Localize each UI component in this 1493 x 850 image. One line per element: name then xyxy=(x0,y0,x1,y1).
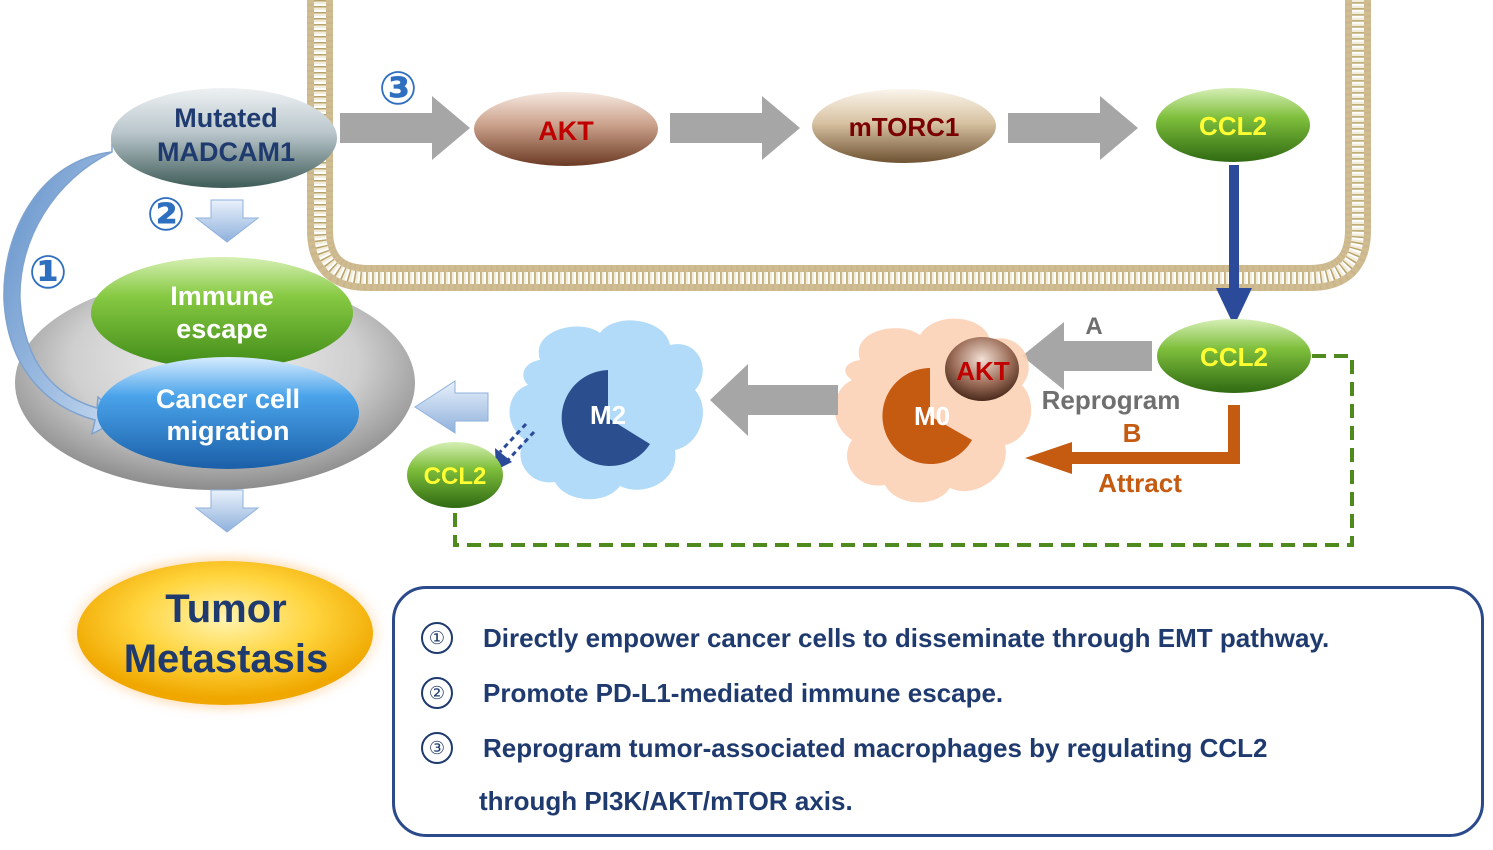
m0-label: M0 xyxy=(914,401,950,431)
attract-label: Attract xyxy=(1098,468,1182,498)
madcam1-label-line2: MADCAM1 xyxy=(157,137,295,167)
marker-2: ② xyxy=(147,188,186,240)
cell-membrane xyxy=(307,0,1371,291)
arrow-a-label: A xyxy=(1085,313,1102,340)
arrow-m0-to-m2 xyxy=(710,364,838,436)
legend-text-1: Directly empower cancer cells to dissemi… xyxy=(483,622,1330,653)
akt-node: AKT xyxy=(474,92,658,166)
ccl2-right-label: CCL2 xyxy=(1200,342,1268,372)
marker-3: ③ xyxy=(379,62,418,114)
m0-akt-label: AKT xyxy=(956,356,1010,386)
ccl2-m2-node: CCL2 xyxy=(407,442,503,508)
legend-text-2: Promote PD-L1-mediated immune escape. xyxy=(483,677,1004,708)
arrow-a-reprogram xyxy=(1022,322,1152,390)
akt-label: AKT xyxy=(538,116,594,146)
migration-line1: Cancer cell xyxy=(156,384,300,414)
ccl2-intracellular-node: CCL2 xyxy=(1156,88,1310,162)
arrow-b-attract xyxy=(1025,405,1240,474)
ccl2-extracellular-node: CCL2 xyxy=(1157,319,1311,393)
cancer-cell-migration-node: Cancer cell migration xyxy=(97,357,359,469)
down-arrow-to-metastasis xyxy=(194,489,260,533)
ccl2-feedback-dashed-path xyxy=(453,354,1354,547)
legend-box: ① Directly empower cancer cells to disse… xyxy=(392,586,1484,837)
arrow-akt-to-mtorc1 xyxy=(670,96,800,160)
ccl2-secretion-arrow xyxy=(1216,165,1252,326)
legend-item-1: ① Directly empower cancer cells to disse… xyxy=(421,622,1329,654)
legend-marker-1: ① xyxy=(421,622,453,654)
legend-text-3-continuation: through PI3K/AKT/mTOR axis. xyxy=(479,786,853,816)
legend-item-2: ② Promote PD-L1-mediated immune escape. xyxy=(421,677,1003,709)
legend-item-3: ③ Reprogram tumor-associated macrophages… xyxy=(421,732,1268,764)
immune-escape-line2: escape xyxy=(176,314,268,344)
m2-macrophage: M2 xyxy=(509,320,703,500)
legend-marker-2: ② xyxy=(421,677,453,709)
tumor-metastasis-line2: Metastasis xyxy=(124,637,329,681)
immune-escape-line1: Immune xyxy=(170,281,274,311)
immune-escape-node: Immune escape xyxy=(91,257,353,369)
arrow-b-label: B xyxy=(1123,418,1142,448)
m0-macrophage: M0 AKT xyxy=(834,318,1032,503)
down-arrow-2 xyxy=(194,199,260,243)
tumor-metastasis-line1: Tumor xyxy=(165,587,286,631)
mtorc1-label: mTORC1 xyxy=(849,112,960,142)
ccl2-left-label: CCL2 xyxy=(424,463,487,490)
migration-line2: migration xyxy=(166,416,289,446)
mutated-madcam1-node: Mutated MADCAM1 xyxy=(111,88,337,188)
legend-text-3: Reprogram tumor-associated macrophages b… xyxy=(483,732,1268,763)
m2-label: M2 xyxy=(590,400,626,430)
arrow-to-phenotype xyxy=(414,380,489,434)
tumor-metastasis-node: Tumor Metastasis xyxy=(65,551,385,715)
legend-marker-3: ③ xyxy=(421,732,453,764)
madcam1-label-line1: Mutated xyxy=(174,103,278,133)
pathway-1-curved-arrow xyxy=(3,138,124,436)
arrow-mtorc1-to-ccl2 xyxy=(1008,96,1138,160)
marker-1: ① xyxy=(29,246,68,298)
mtorc1-node: mTORC1 xyxy=(812,89,996,163)
arrow-madcam1-to-akt xyxy=(340,96,470,160)
ccl2-top-label: CCL2 xyxy=(1199,111,1267,141)
reprogram-label: Reprogram xyxy=(1042,385,1181,415)
